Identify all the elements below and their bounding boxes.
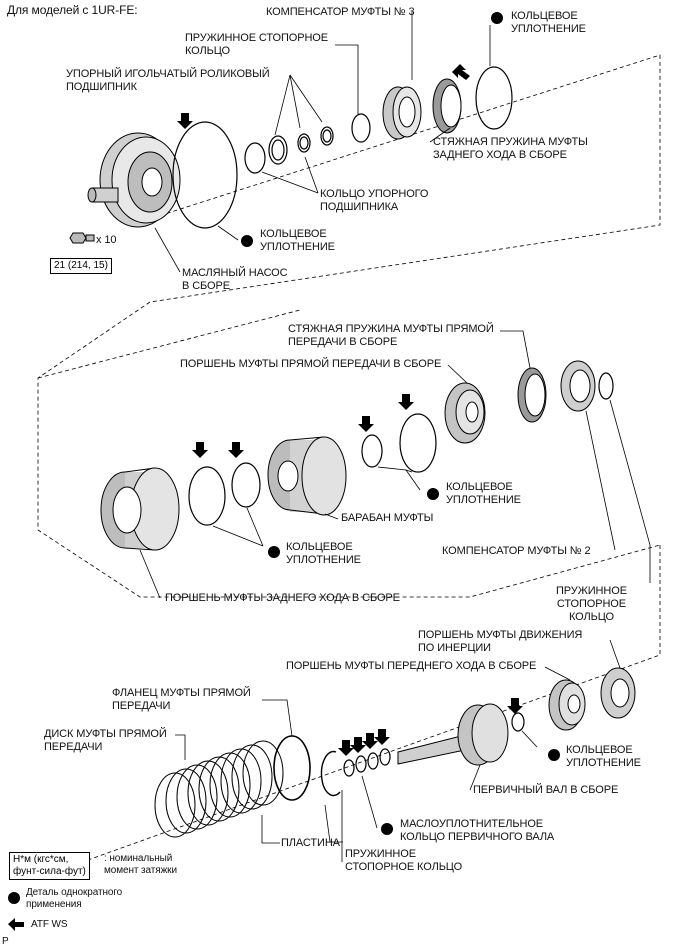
- legend-torque-box: Н*м (кгс*см, фунт-сила-фут): [9, 852, 90, 880]
- non-reusable-bullet-icon: [491, 12, 503, 24]
- clutch-disc-stack: [154, 740, 284, 838]
- bearing-race-rings: [244, 126, 334, 174]
- label-snap-ring-bottom: ПРУЖИННОЕ СТОПОРНОЕ КОЛЬЦО: [345, 848, 463, 873]
- label-snap-ring-top: ПРУЖИННОЕ СТОПОРНОЕ КОЛЬЦО: [185, 32, 328, 57]
- label-o-ring-top-right: КОЛЬЦЕВОЕ УПЛОТНЕНИЕ: [511, 10, 586, 35]
- label-needle-bearing: УПОРНЫЙ ИГОЛЬЧАТЫЙ РОЛИКОВЫЙ ПОДШИПНИК: [66, 68, 270, 93]
- o-rings-mid-right: [361, 413, 437, 473]
- pump-bolt-icon: [69, 232, 95, 244]
- compensator-2: [560, 360, 596, 412]
- non-reusable-bullet-icon: [427, 488, 439, 500]
- o-ring-bottom: [511, 712, 525, 732]
- direct-clutch-spring: [517, 367, 547, 423]
- snap-ring-top: [351, 113, 371, 143]
- forward-clutch-piston: [548, 679, 586, 731]
- figure-code: P: [2, 936, 9, 947]
- snap-ring-mid: [598, 372, 614, 400]
- label-compensator-2: КОМПЕНСАТОР МУФТЫ № 2: [442, 545, 591, 557]
- label-oil-pump: МАСЛЯНЫЙ НАСОС В СБОРЕ: [182, 267, 288, 292]
- input-shaft-oil-seal-rings: [343, 748, 391, 777]
- clutch-drum: [267, 436, 347, 516]
- label-clutch-drum: БАРАБАН МУФТЫ: [341, 512, 434, 524]
- label-compensator-3: КОМПЕНСАТОР МУФТЫ № 3: [266, 6, 415, 18]
- label-direct-clutch-disc: ДИСК МУФТЫ ПРЯМОЙ ПЕРЕДАЧИ: [44, 728, 167, 753]
- leader-lines: [139, 12, 651, 862]
- label-reverse-clutch-piston: ПОРШЕНЬ МУФТЫ ЗАДНЕГО ХОДА В СБОРЕ: [165, 592, 400, 604]
- label-direct-clutch-spring: СТЯЖНАЯ ПРУЖИНА МУФТЫ ПРЯМОЙ ПЕРЕДАЧИ В …: [288, 323, 494, 348]
- direct-clutch-piston: [444, 382, 486, 444]
- label-forward-clutch-piston: ПОРШЕНЬ МУФТЫ ПЕРЕДНЕГО ХОДА В СБОРЕ: [286, 660, 537, 672]
- label-o-ring-mid-left: КОЛЬЦЕВОЕ УПЛОТНЕНИЕ: [286, 541, 361, 566]
- label-coast-clutch-piston: ПОРШЕНЬ МУФТЫ ДВИЖЕНИЯ ПО ИНЕРЦИИ: [418, 629, 583, 654]
- oil-pump-assembly: [87, 132, 181, 228]
- reverse-clutch-spring: [432, 78, 462, 134]
- input-shaft-assembly: [397, 703, 509, 766]
- legend-atf: ATF WS: [31, 919, 68, 930]
- atf-arrow-icons: [177, 64, 523, 756]
- label-o-ring-pump: КОЛЬЦЕВОЕ УПЛОТНЕНИЕ: [260, 228, 335, 253]
- legend-bullet-icon: [8, 892, 20, 904]
- label-reverse-clutch-spring: СТЯЖНАЯ ПРУЖИНА МУФТЫ ЗАДНЕГО ХОДА В СБО…: [433, 136, 588, 161]
- reverse-clutch-piston: [100, 467, 180, 551]
- label-oil-seal-ring: МАСЛОУПЛОТНИТЕЛЬНОЕ КОЛЬЦО ПЕРВИЧНОГО ВА…: [400, 818, 555, 843]
- label-bearing-race: КОЛЬЦО УПОРНОГО ПОДШИПНИКА: [320, 188, 429, 213]
- non-reusable-bullet-icon: [381, 823, 393, 835]
- o-ring-top-right: [475, 66, 513, 130]
- label-bolt-count: x 10: [96, 234, 117, 246]
- legend-arrow-icon: [8, 918, 24, 931]
- legend-non-reusable: Деталь однократного применения: [26, 887, 123, 910]
- non-reusable-bullet-icon: [548, 749, 560, 761]
- o-rings-mid-left: [188, 462, 261, 526]
- snap-ring-bottom: [320, 750, 341, 797]
- label-o-ring-bottom: КОЛЬЦЕВОЕ УПЛОТНЕНИЕ: [566, 744, 641, 769]
- coast-clutch-piston: [600, 667, 636, 719]
- label-plate: ПЛАСТИНА: [281, 837, 340, 849]
- label-snap-ring-mid: ПРУЖИННОЕ СТОПОРНОЕ КОЛЬЦО: [556, 585, 627, 623]
- label-input-shaft: ПЕРВИЧНЫЙ ВАЛ В СБОРЕ: [473, 784, 619, 796]
- legend-torque-desc: : номинальный момент затяжки: [104, 853, 177, 876]
- model-title: Для моделей с 1UR-FE:: [7, 3, 138, 17]
- label-direct-clutch-flange: ФЛАНЕЦ МУФТЫ ПРЯМОЙ ПЕРЕДАЧИ: [112, 687, 251, 712]
- non-reusable-bullet-icon: [268, 546, 280, 558]
- label-o-ring-mid-right: КОЛЬЦЕВОЕ УПЛОТНЕНИЕ: [446, 481, 521, 506]
- label-direct-clutch-piston: ПОРШЕНЬ МУФТЫ ПРЯМОЙ ПЕРЕДАЧИ В СБОРЕ: [180, 358, 442, 370]
- compensator-3: [382, 86, 422, 140]
- torque-spec-box: 21 (214, 15): [50, 258, 112, 274]
- direct-clutch-flange: [273, 735, 311, 801]
- pump-o-ring: [172, 121, 238, 229]
- non-reusable-bullet-icon: [241, 235, 253, 247]
